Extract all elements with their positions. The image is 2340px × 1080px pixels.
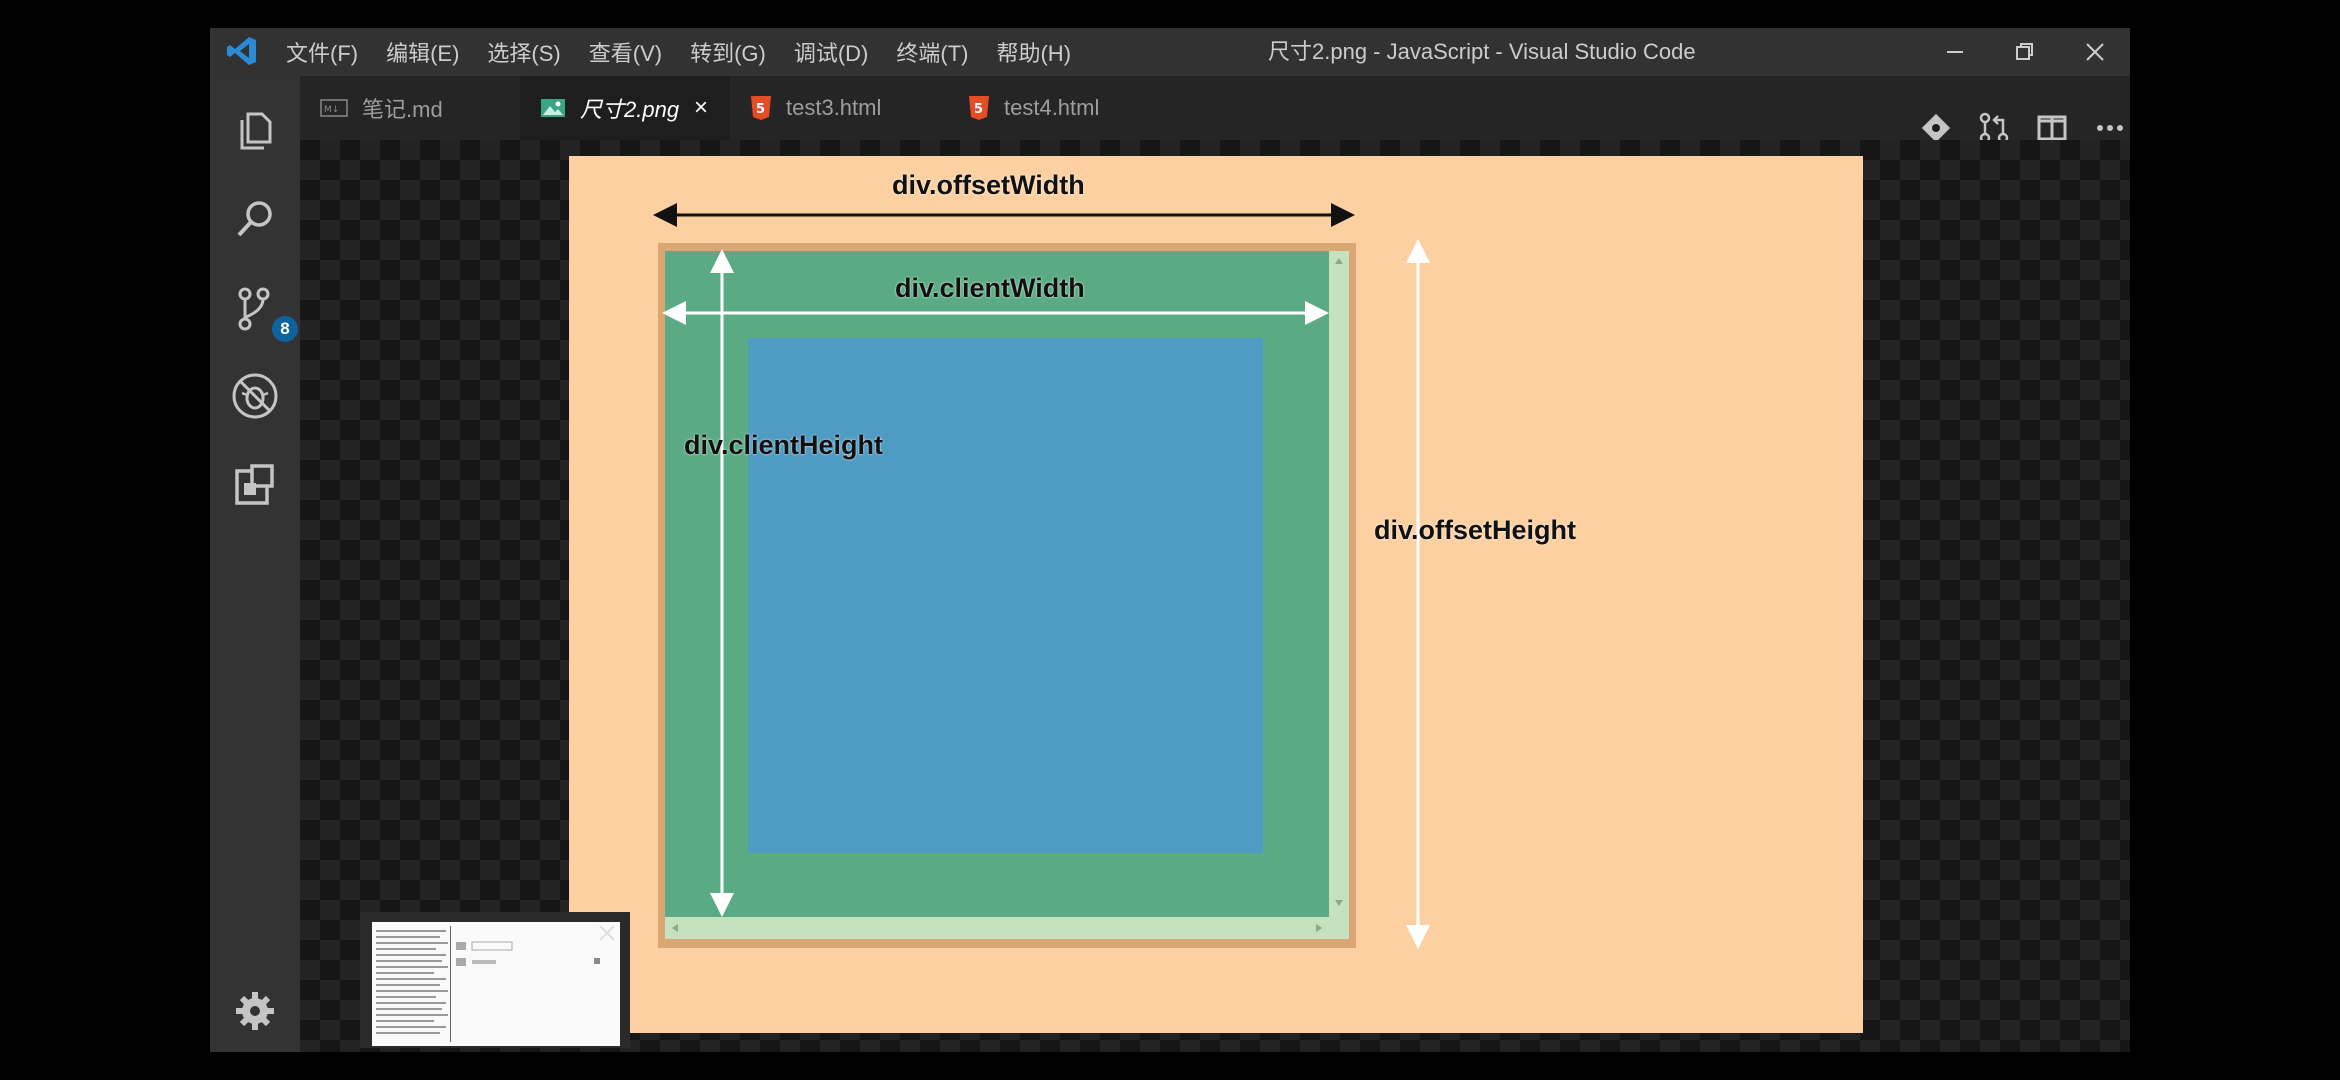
svg-text:5: 5	[974, 102, 983, 117]
restore-icon	[2016, 43, 2033, 60]
tab-bar: M↓ 笔记.md 尺寸2.png × 5 test3.html 5 test4.…	[300, 76, 2130, 140]
files-icon[interactable]	[230, 106, 280, 156]
html5-icon: 5	[750, 96, 772, 120]
preview-image	[372, 922, 620, 1046]
activity-bar: 8	[210, 76, 300, 1052]
menu-view[interactable]: 查看(V)	[588, 41, 663, 66]
html5-icon: 5	[968, 96, 990, 120]
menu-go[interactable]: 转到(G)	[690, 41, 766, 66]
svg-text:5: 5	[756, 102, 765, 117]
source-control-button[interactable]: 8	[230, 284, 298, 342]
menu-file[interactable]: 文件(F)	[286, 41, 359, 66]
source-control-icon	[238, 287, 270, 331]
debug-icon[interactable]	[230, 371, 280, 421]
tab-label: 尺寸2.png	[580, 97, 680, 122]
menu-selection[interactable]: 选择(S)	[487, 41, 561, 66]
image-icon	[540, 98, 566, 118]
scm-badge: 8	[272, 316, 298, 342]
gear-icon[interactable]	[230, 986, 280, 1036]
tab-size2-png[interactable]: 尺寸2.png ×	[520, 76, 730, 140]
restore-button[interactable]	[1990, 28, 2060, 76]
menu-debug[interactable]: 调试(D)	[793, 41, 869, 66]
tab-notes-md[interactable]: M↓ 笔记.md	[300, 76, 520, 140]
menu-bar: 文件(F) 编辑(E) 选择(S) 查看(V) 转到(G) 调试(D) 终端(T…	[286, 28, 1099, 76]
search-icon[interactable]	[230, 194, 280, 244]
offset-height-label: div.offsetHeight	[1374, 515, 1576, 545]
client-height-label: div.clientHeight	[684, 430, 884, 460]
menu-help[interactable]: 帮助(H)	[996, 41, 1072, 66]
minimize-button[interactable]	[1920, 28, 1990, 76]
client-width-label: div.clientWidth	[895, 273, 1085, 303]
close-icon	[599, 925, 615, 941]
close-tab-icon[interactable]: ×	[693, 94, 708, 121]
extensions-icon[interactable]	[230, 461, 280, 511]
menu-terminal[interactable]: 终端(T)	[896, 41, 969, 66]
tab-label: test4.html	[1004, 95, 1100, 120]
horizontal-scrollbar	[665, 917, 1349, 939]
content-box	[748, 338, 1263, 853]
split-editor-icon[interactable]	[2034, 110, 2070, 146]
minimize-icon	[1947, 51, 1963, 53]
offset-width-label: div.offsetWidth	[892, 170, 1085, 200]
tab-test4-html[interactable]: 5 test4.html	[948, 76, 1158, 140]
close-preview-button[interactable]	[590, 916, 624, 950]
title-bar: 文件(F) 编辑(E) 选择(S) 查看(V) 转到(G) 调试(D) 终端(T…	[210, 28, 2130, 76]
vertical-scrollbar	[1329, 251, 1349, 917]
close-icon	[2086, 43, 2104, 61]
git-compare-icon[interactable]	[1918, 110, 1954, 146]
svg-text:M↓: M↓	[324, 105, 339, 115]
window-title: 尺寸2.png - JavaScript - Visual Studio Cod…	[1268, 39, 1696, 64]
vscode-logo-icon[interactable]	[225, 34, 259, 68]
tab-label: 笔记.md	[362, 97, 443, 122]
pull-request-icon[interactable]	[1976, 110, 2012, 146]
markdown-icon: M↓	[320, 98, 348, 118]
more-icon[interactable]	[2092, 110, 2128, 146]
floating-preview-thumbnail[interactable]	[360, 912, 630, 1048]
tab-label: test3.html	[786, 95, 882, 120]
tab-test3-html[interactable]: 5 test3.html	[730, 76, 940, 140]
close-window-button[interactable]	[2060, 28, 2130, 76]
menu-edit[interactable]: 编辑(E)	[386, 41, 460, 66]
